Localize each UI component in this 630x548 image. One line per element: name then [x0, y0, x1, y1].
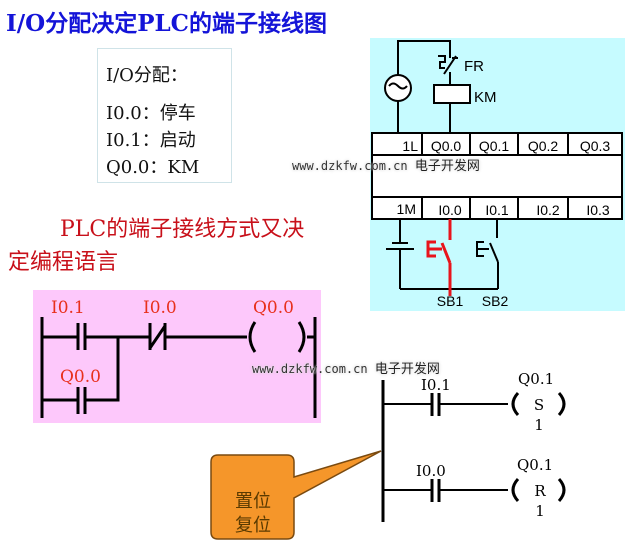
thermal-relay-fr-icon	[438, 52, 458, 84]
label-reset-count: 1	[535, 502, 545, 520]
ladder-diagram-start-stop: I0.1 Q0.0 I0.0 Q0.0	[33, 290, 321, 423]
io-line-output: Q0.0：KM	[106, 157, 200, 178]
label-set-count: 1	[534, 416, 544, 434]
ladder-diagram-set-reset: I0.1 Q0.1 S 1 I0.0 Q0.1 R 1	[381, 370, 566, 522]
stop-button-sb1-icon	[426, 219, 452, 296]
subtitle-line-1: PLC的端子接线方式又决	[60, 217, 305, 242]
callout-line-reset: 复位	[235, 515, 271, 536]
sb1-label: SB1	[437, 293, 464, 309]
sb2-label: SB2	[482, 293, 509, 309]
terminal-1m: 1M	[397, 201, 416, 217]
terminal-q0-0: Q0.0	[431, 138, 462, 154]
watermark-site-name: 电子开发网	[374, 362, 440, 377]
callout-line-set: 置位	[235, 491, 271, 512]
plc-terminal-block	[371, 132, 623, 220]
label-reset-contact: I0.0	[416, 462, 446, 480]
km-label: KM	[474, 89, 497, 106]
km-coil	[433, 84, 471, 104]
start-button-sb2-icon	[476, 219, 499, 289]
watermark-url: www.dzkfw.com.cn	[252, 362, 368, 376]
label-contact-hold: Q0.0	[60, 367, 101, 387]
label-reset-op: R	[534, 482, 546, 500]
coil-reset-icon	[511, 477, 566, 503]
terminal-q0-2: Q0.2	[528, 138, 559, 154]
watermark-url: www.dzkfw.com.cn	[292, 159, 408, 173]
watermark-site-name: 电子开发网	[414, 159, 480, 174]
page-title: I/O分配决定PLC的端子接线图	[6, 10, 327, 37]
ladder1-background	[33, 290, 321, 423]
label-contact-stop: I0.0	[143, 298, 177, 318]
terminal-1l: 1L	[402, 138, 418, 154]
terminal-q0-3: Q0.3	[580, 138, 611, 154]
terminal-i0-3: I0.3	[586, 202, 610, 218]
watermark-2: www.dzkfw.com.cn 电子开发网	[252, 358, 440, 377]
label-reset-coil: Q0.1	[517, 456, 553, 474]
contact-reset-icon	[430, 479, 441, 502]
label-set-coil: Q0.1	[518, 370, 554, 388]
ac-source-icon	[384, 74, 412, 102]
label-set-contact: I0.1	[421, 376, 451, 394]
terminal-i0-2: I0.2	[536, 202, 560, 218]
label-coil: Q0.0	[253, 298, 294, 318]
coil-set-icon	[511, 391, 566, 417]
subtitle-line-2: 定编程语言	[8, 250, 119, 275]
label-set-op: S	[534, 396, 544, 414]
terminal-i0-0: I0.0	[438, 202, 462, 218]
terminal-q0-1: Q0.1	[479, 138, 510, 154]
watermark-1: www.dzkfw.com.cn 电子开发网	[292, 155, 480, 174]
io-assignment-box: I/O分配： I0.0：停车 I0.1：启动 Q0.0：KM	[97, 48, 232, 183]
contact-set-icon	[430, 393, 441, 416]
io-line-stop: I0.0：停车	[106, 103, 196, 124]
label-contact-start: I0.1	[51, 298, 85, 318]
fr-label: FR	[464, 58, 484, 75]
terminal-i0-1: I0.1	[485, 202, 509, 218]
plc-wiring-diagram: FR KM 1L Q0.0 Q0.1 Q0.2 Q0.3 1M I0.0 I0.…	[370, 38, 625, 311]
io-heading: I/O分配：	[106, 65, 188, 86]
coil-output-icon	[248, 321, 306, 353]
dc-battery-icon	[386, 219, 414, 289]
callout-bubble	[210, 450, 382, 540]
io-line-start: I0.1：启动	[106, 130, 196, 151]
callout-text: 置位 复位	[211, 490, 295, 538]
